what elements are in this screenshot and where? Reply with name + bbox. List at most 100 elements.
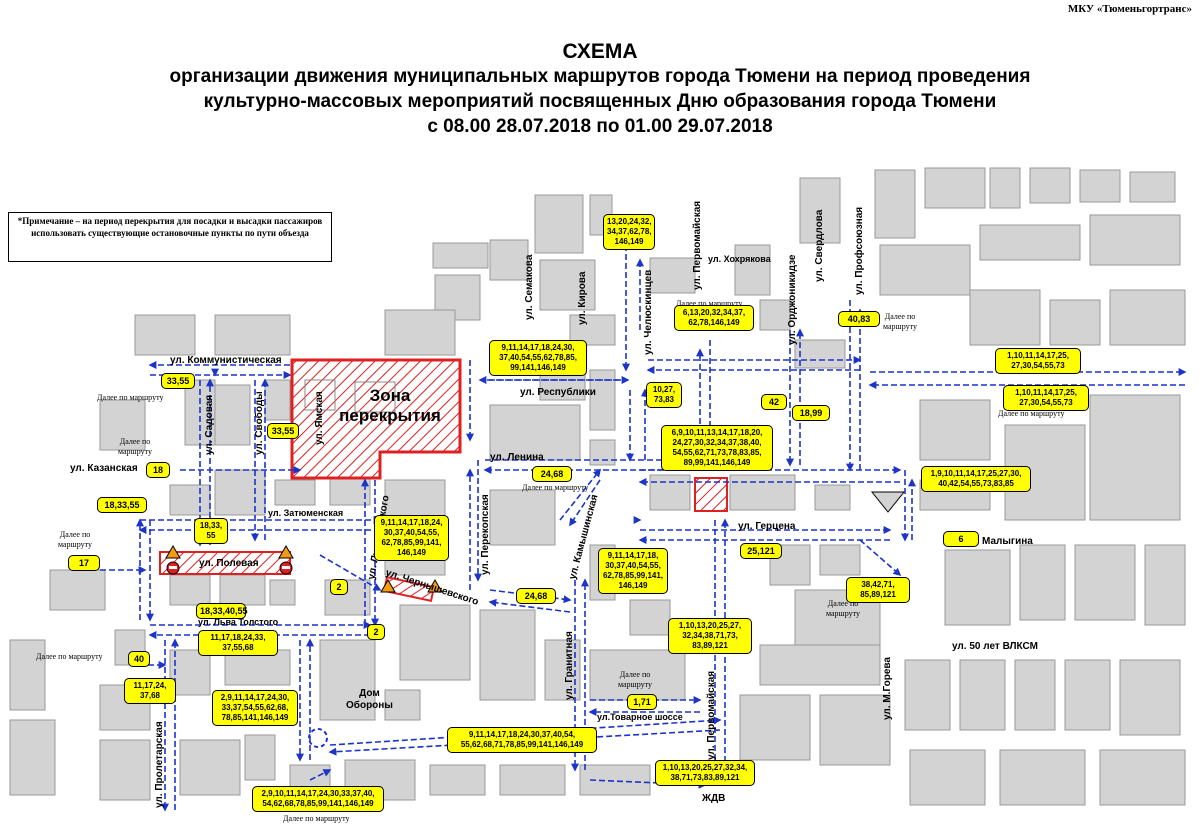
street-zatyumenskaya: ул. Затюменская xyxy=(268,508,344,518)
route-badge: 1,71 xyxy=(627,694,657,710)
building xyxy=(1099,749,1186,806)
roadwork-sign-icon xyxy=(165,545,181,559)
building xyxy=(264,379,291,421)
building xyxy=(534,194,584,254)
route-badge: 40,83 xyxy=(838,311,880,327)
building xyxy=(214,469,266,516)
building xyxy=(489,489,556,546)
closure-note: *Примечание – на период перекрытия для п… xyxy=(8,212,332,262)
street-goreva: ул. М.Горева xyxy=(882,657,893,720)
building xyxy=(9,639,46,711)
building xyxy=(819,694,891,766)
route-badge: 6 xyxy=(943,531,979,547)
building xyxy=(729,474,796,511)
street-perekopskaya: ул. Перекопская xyxy=(480,494,491,575)
street-profsoyuznaya: ул. Профсоюзная xyxy=(853,207,865,295)
route-line xyxy=(569,479,601,527)
map-subtitle: организации движения муниципальных маршр… xyxy=(0,64,1200,139)
street-sadovaya: ул. Садовая xyxy=(204,395,215,455)
building xyxy=(919,399,991,461)
further-label: Далее по маршруту xyxy=(118,437,153,456)
street-kommunisticheskaya: ул. Коммунистическая xyxy=(170,355,282,366)
building xyxy=(1129,171,1176,203)
building xyxy=(432,242,489,269)
route-badge: 11,17,18,24,33, 37,55,68 xyxy=(198,630,278,656)
building xyxy=(544,639,581,701)
building xyxy=(979,224,1081,261)
building xyxy=(959,659,1006,731)
building xyxy=(479,609,536,701)
building xyxy=(134,314,196,356)
further-label: Далее по маршруту xyxy=(826,599,861,618)
building xyxy=(169,574,211,606)
building xyxy=(759,644,881,686)
route-badge: 9,11,14,17,18, 30,37,40,54,55, 62,78,85,… xyxy=(598,548,668,594)
route-badge: 11,17,24, 37,68 xyxy=(124,678,176,704)
building xyxy=(169,484,211,516)
street-sverdlova: ул. Свердлова xyxy=(814,209,825,282)
route-badge: 18 xyxy=(146,462,170,478)
roadwork-sign-icon xyxy=(380,579,396,593)
building xyxy=(969,289,1041,346)
street-komsomol: ул. 50 лет ВЛКСМ xyxy=(952,641,1038,652)
building xyxy=(989,167,1021,209)
route-badge: 24,68 xyxy=(532,466,572,482)
street-semakova: ул. Семакова xyxy=(524,254,535,320)
building xyxy=(219,574,266,606)
route-badge: 1,10,11,14,17,25, 27,30,54,55,73 xyxy=(1003,385,1089,411)
building xyxy=(734,244,771,296)
building xyxy=(489,404,581,461)
building xyxy=(244,734,276,781)
road-closed-signs xyxy=(165,545,443,593)
building xyxy=(589,369,616,431)
route-badge: 33,55 xyxy=(267,423,299,439)
further-label: Далее по маршруту xyxy=(676,299,743,308)
route-badge: 1,9,10,11,14,17,25,27,30, 40,42,54,55,73… xyxy=(921,466,1031,492)
building xyxy=(214,384,251,446)
building xyxy=(629,599,671,636)
route-badge: 2 xyxy=(367,624,385,640)
building xyxy=(49,569,106,611)
street-granitnaya: ул. Гранитная xyxy=(564,631,575,700)
building xyxy=(924,167,986,209)
route-line xyxy=(329,716,722,746)
route-badge: 9,11,14,17,18,24,30,37,40,54, 55,62,68,7… xyxy=(447,727,597,753)
street-gertsena: ул. Герцена xyxy=(738,521,796,532)
building xyxy=(169,649,211,696)
closure-zone xyxy=(290,358,462,480)
buildings xyxy=(9,167,1186,806)
building xyxy=(384,689,421,721)
building xyxy=(1049,299,1101,346)
building xyxy=(649,474,691,511)
building xyxy=(329,474,371,506)
building xyxy=(759,299,791,331)
subtitle-line-1: организации движения муниципальных маршр… xyxy=(169,66,1031,87)
route-line xyxy=(328,729,721,756)
route-badge: 2 xyxy=(330,579,348,595)
street-zhdv: ЖДВ xyxy=(702,793,726,804)
route-line xyxy=(309,769,332,781)
route-line xyxy=(559,468,601,521)
route-badge: 18,33, 55 xyxy=(194,518,228,544)
building xyxy=(1079,169,1121,203)
building xyxy=(489,239,529,281)
building xyxy=(1089,394,1181,521)
roadwork-sign-icon xyxy=(427,579,443,593)
building xyxy=(9,719,56,796)
route-badge: 42 xyxy=(761,394,787,410)
street-khokhryakova: ул. Хохрякова xyxy=(708,254,771,264)
subtitle-line-2: культурно-массовых мероприятий посвященн… xyxy=(203,91,997,112)
street-respubliki: ул. Республики xyxy=(520,387,596,398)
building xyxy=(1029,167,1071,204)
building xyxy=(99,739,151,801)
building xyxy=(429,764,486,796)
building xyxy=(589,649,686,701)
closure-zone-small xyxy=(694,477,728,512)
street-svobody: ул. Свободы xyxy=(253,391,265,455)
building xyxy=(304,379,336,411)
street-polevaya: ул. Полевая xyxy=(199,558,259,569)
further-label: Далее по маршруту xyxy=(36,652,103,661)
map-title: СХЕМА xyxy=(562,40,638,63)
further-label: Далее по маршруту xyxy=(998,409,1065,418)
street-pervomayskaya-top: ул. Первомайская xyxy=(692,201,703,290)
